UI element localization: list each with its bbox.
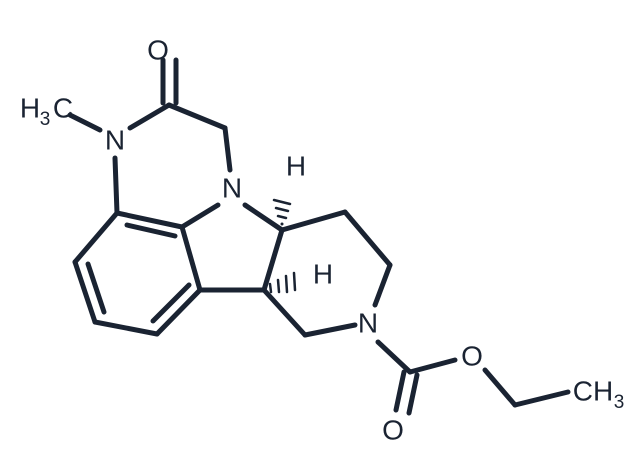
hashed-wedge-top	[272, 198, 292, 226]
bond-ring-2	[72, 210, 120, 265]
bond-ring-3-inner	[85, 261, 107, 315]
bond-pip-1	[279, 209, 348, 233]
atom-labels: O H 3 C N N H H N O O CH 3	[20, 34, 624, 445]
bond-carbamatec-oester	[407, 357, 458, 375]
bond-nindole-ch	[242, 202, 285, 233]
bond-n-arylc	[112, 155, 120, 216]
bond-pip-4	[302, 322, 358, 338]
bond-ring-1-inner	[124, 222, 178, 239]
atom-h-top: H	[286, 150, 306, 181]
bond-ring-1	[114, 210, 185, 230]
atom-o-carbonyl: O	[382, 414, 404, 445]
hashed-wedge-bottom	[268, 271, 297, 294]
bond-ring-3	[72, 259, 98, 325]
atom-o-top: O	[147, 34, 169, 65]
bond-ring-5	[154, 287, 203, 337]
bond-pip-5	[261, 287, 308, 338]
bond-arylc-nindole	[179, 202, 221, 230]
atom-ethyl-sub: 3	[614, 392, 625, 413]
atom-ethyl-c: CH	[573, 375, 613, 406]
bond-ch-ch	[261, 227, 285, 293]
bond-pip-2	[342, 209, 393, 268]
bond-ring-5-inner	[150, 282, 192, 324]
bond-carbonylc-n	[127, 102, 172, 131]
bond-ch2-ch3	[512, 389, 571, 408]
bond-ring-6	[179, 224, 203, 293]
bond-ring-4	[92, 319, 160, 337]
bond-methyl-n	[67, 112, 103, 133]
bond-carbamate-co-a	[393, 369, 407, 413]
bond-carbamate-co-b	[406, 372, 420, 416]
atom-methyl-sub: 3	[40, 109, 51, 130]
atom-o-ester: O	[461, 340, 483, 371]
bond-carbonylc-ch2	[166, 102, 228, 131]
atom-n-indole: N	[222, 172, 242, 203]
bond-oester-ch2	[482, 367, 518, 408]
atom-methyl-h: H	[20, 92, 40, 123]
bond-layer	[67, 57, 571, 416]
atom-n-piperidine: N	[358, 307, 378, 338]
bond-npip-carbamatec	[375, 339, 413, 375]
bond-ch2-nindole	[222, 125, 233, 173]
stereo-wedges	[268, 198, 297, 294]
atom-methyl-c: C	[53, 92, 73, 123]
atom-h-bottom: H	[313, 258, 333, 289]
bond-pip-3	[372, 262, 393, 308]
atom-n-methyl: N	[105, 124, 125, 155]
